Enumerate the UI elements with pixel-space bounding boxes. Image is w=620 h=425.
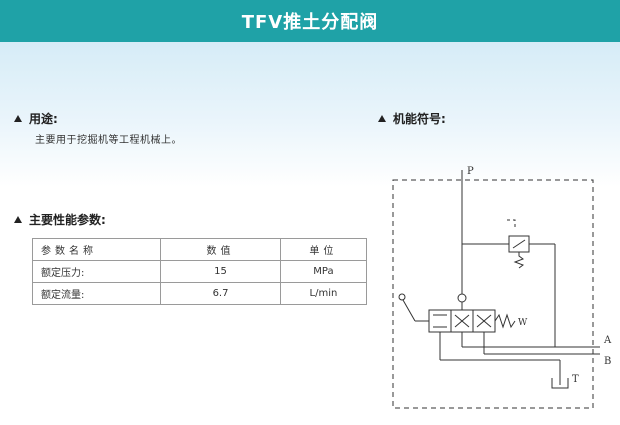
symbol-heading: 机能符号: bbox=[378, 110, 446, 127]
table-header-row: 参数名称 数值 单位 bbox=[31, 238, 368, 261]
tank-symbol bbox=[551, 378, 569, 389]
table-row: 额定流量: 6.7 L/min bbox=[31, 282, 368, 305]
return-spring bbox=[494, 313, 516, 329]
valve-enclosure bbox=[392, 179, 594, 409]
spool-cell-left bbox=[428, 309, 452, 333]
specs-heading-label: 主要性能参数: bbox=[29, 213, 106, 227]
specs-heading: 主要性能参数: bbox=[14, 211, 106, 228]
port-p-label: P bbox=[467, 166, 474, 177]
check-valve bbox=[457, 293, 467, 303]
table-row: 额定压力: 15 MPa bbox=[31, 260, 368, 283]
param-value: 6.7 bbox=[160, 282, 281, 305]
param-unit: MPa bbox=[279, 260, 368, 283]
param-unit: L/min bbox=[279, 282, 368, 305]
port-b-label: B bbox=[604, 356, 611, 367]
column-header-name: 参数名称 bbox=[31, 238, 162, 261]
usage-heading: 用途: bbox=[14, 110, 58, 127]
usage-heading-label: 用途: bbox=[29, 112, 58, 126]
column-header-unit: 单位 bbox=[279, 238, 368, 261]
port-a-label: A bbox=[603, 335, 612, 346]
triangle-bullet-icon bbox=[378, 115, 386, 122]
triangle-bullet-icon bbox=[14, 216, 22, 223]
hydraulic-symbol-diagram: P A B T W bbox=[392, 166, 612, 409]
spec-table: 参数名称 数值 单位 额定压力: 15 MPa 额定流量: 6.7 L/min bbox=[31, 238, 368, 305]
page-title: TFV推土分配阀 bbox=[241, 12, 379, 33]
symbol-heading-label: 机能符号: bbox=[393, 112, 446, 126]
usage-text: 主要用于挖掘机等工程机械上。 bbox=[35, 135, 182, 146]
hand-lever bbox=[402, 299, 416, 322]
relief-spring bbox=[513, 252, 525, 269]
page-header: TFV推土分配阀 bbox=[0, 0, 620, 42]
pilot-line bbox=[507, 219, 516, 228]
column-header-value: 数值 bbox=[160, 238, 281, 261]
param-name: 额定压力: bbox=[31, 260, 162, 283]
port-t-label: T bbox=[572, 374, 579, 385]
triangle-bullet-icon bbox=[14, 115, 22, 122]
light-blue-band bbox=[0, 42, 620, 187]
param-value: 15 bbox=[160, 260, 281, 283]
param-name: 额定流量: bbox=[31, 282, 162, 305]
spring-w-label: W bbox=[518, 318, 528, 328]
